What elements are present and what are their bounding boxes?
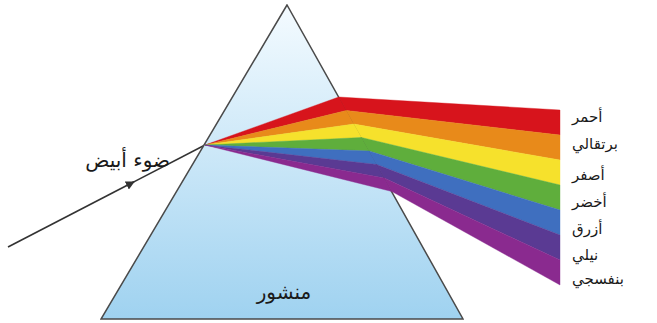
prism-label: منشور xyxy=(257,280,312,304)
inner-band xyxy=(205,145,392,192)
color-label: أصفر xyxy=(572,166,605,184)
outer-band xyxy=(384,178,560,285)
color-label: برتقالي xyxy=(572,135,618,153)
color-label: أزرق xyxy=(572,220,602,238)
color-label: بنفسجي xyxy=(572,270,624,288)
outer-band xyxy=(377,165,560,261)
color-label: نيلي xyxy=(572,246,598,264)
color-label: أحمر xyxy=(572,108,602,126)
ray-line xyxy=(8,182,134,247)
light-label: ضوء أبيض xyxy=(85,148,170,172)
color-label: أخضر xyxy=(572,193,607,211)
